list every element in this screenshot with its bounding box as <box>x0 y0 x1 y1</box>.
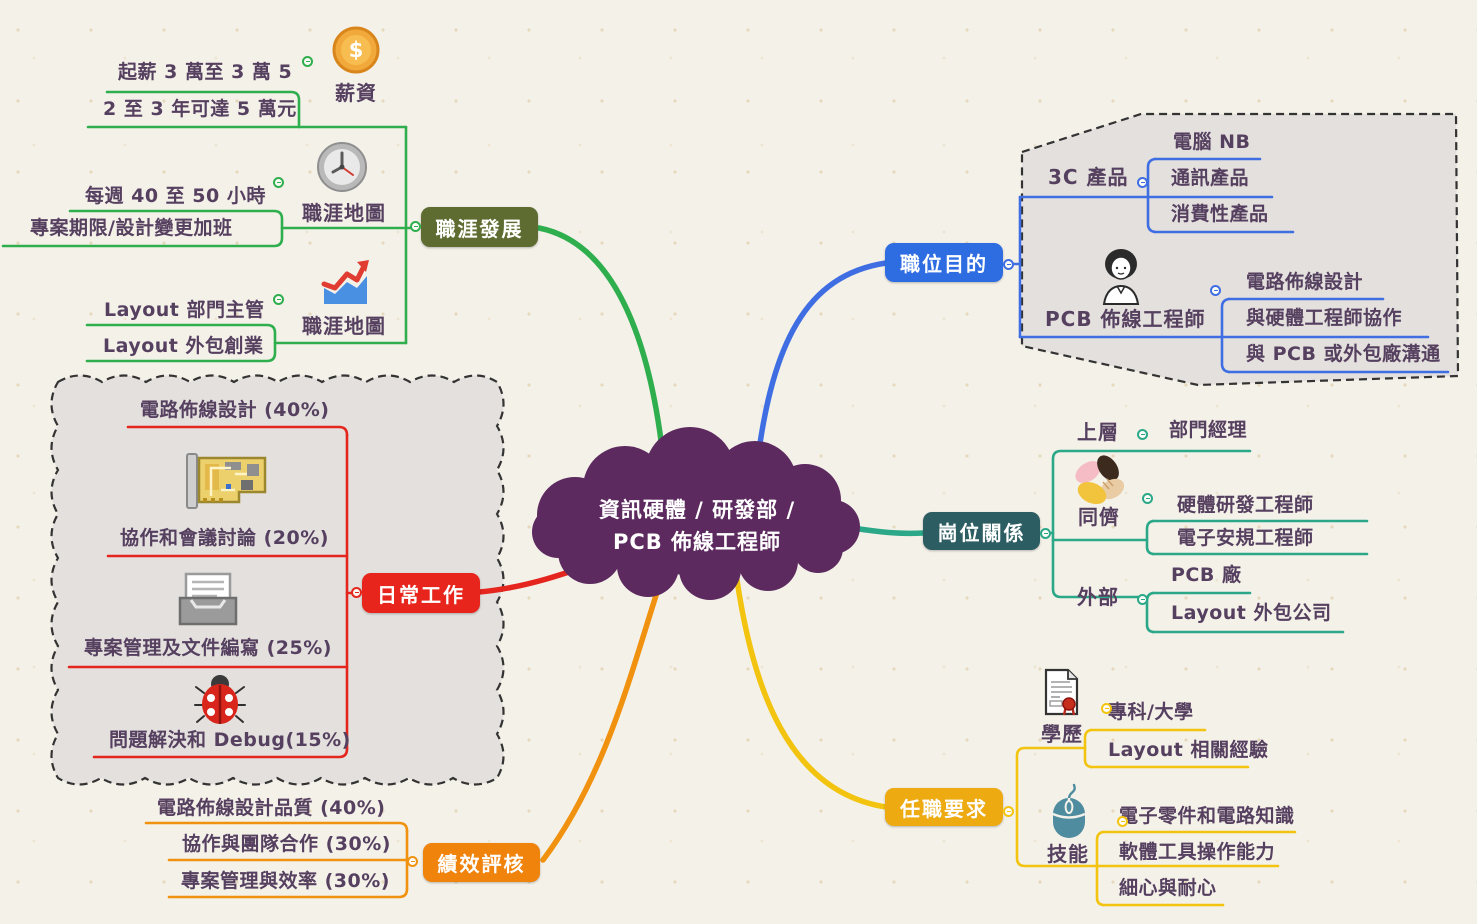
label-upper-level[interactable]: 上層 <box>1077 420 1119 444</box>
leaf-computer-nb[interactable]: 電腦 NB <box>1173 131 1251 153</box>
purpose-branch-lines <box>1010 157 1450 374</box>
relations-branch-lines <box>1043 449 1369 634</box>
collapse-3c-products[interactable] <box>1137 177 1148 188</box>
clock-icon <box>316 141 368 197</box>
leaf-college-university[interactable]: 專科/大學 <box>1108 701 1194 723</box>
certificate-icon <box>1042 668 1082 722</box>
joined-hands-icon <box>1070 455 1128 514</box>
coin-icon: $ <box>332 26 380 78</box>
label-3c-products[interactable]: 3C 產品 <box>1048 165 1129 189</box>
collapse-salary[interactable] <box>302 56 313 67</box>
mouse-icon <box>1050 783 1088 843</box>
main-branch-curves <box>476 225 927 863</box>
collapse-education[interactable] <box>1101 703 1112 714</box>
node-daily-work[interactable]: 日常工作 <box>362 573 480 613</box>
node-position-relations[interactable]: 崗位關係 <box>923 512 1040 550</box>
leaf-pcb-vendor-comm[interactable]: 與 PCB 或外包廠溝通 <box>1246 343 1441 365</box>
leaf-layout-quality[interactable]: 電路佈線設計品質 (40%) <box>157 797 386 819</box>
leaf-layout-startup[interactable]: Layout 外包創業 <box>103 335 264 357</box>
leaf-software-tools[interactable]: 軟體工具操作能力 <box>1119 841 1276 863</box>
svg-text:$: $ <box>349 38 364 62</box>
leaf-department-manager[interactable]: 部門經理 <box>1169 419 1248 441</box>
label-career-map-hours[interactable]: 職涯地圖 <box>302 201 386 225</box>
leaf-communication-products[interactable]: 通訊產品 <box>1171 167 1250 189</box>
node-job-requirements[interactable]: 任職要求 <box>885 788 1003 826</box>
leaf-consumer-products[interactable]: 消費性產品 <box>1171 203 1269 225</box>
leaf-collaboration-meetings[interactable]: 協作和會議討論 (20%) <box>120 527 329 549</box>
label-external[interactable]: 外部 <box>1077 585 1119 609</box>
leaf-project-docs[interactable]: 專案管理及文件編寫 (25%) <box>84 637 332 659</box>
label-skills[interactable]: 技能 <box>1047 842 1089 866</box>
leaf-weekly-hours[interactable]: 每週 40 至 50 小時 <box>85 185 266 207</box>
leaf-starting-salary[interactable]: 起薪 3 萬至 3 萬 5 <box>118 61 293 83</box>
collapse-external[interactable] <box>1137 594 1148 605</box>
ladybug-icon <box>194 671 246 731</box>
pcb-card-icon <box>181 452 269 514</box>
daily-work-region <box>50 374 505 786</box>
leaf-electronics-knowledge[interactable]: 電子零件和電路知識 <box>1119 805 1295 827</box>
job-purpose-region <box>1020 112 1460 387</box>
collapse-requirements[interactable] <box>1003 806 1014 817</box>
female-engineer-icon <box>1100 247 1142 309</box>
node-job-purpose[interactable]: 職位目的 <box>885 243 1003 282</box>
collapse-map[interactable] <box>273 294 284 305</box>
collapse-daily[interactable] <box>351 587 362 598</box>
label-pcb-layout-engineer[interactable]: PCB 佈線工程師 <box>1045 307 1206 331</box>
leaf-layout-outsourcing-company[interactable]: Layout 外包公司 <box>1171 602 1332 624</box>
collapse-hours[interactable] <box>273 177 284 188</box>
label-salary[interactable]: 薪資 <box>335 81 377 105</box>
leaf-teamwork[interactable]: 協作與團隊合作 (30%) <box>182 833 391 855</box>
leaf-overtime[interactable]: 專案期限/設計變更加班 <box>30 217 233 239</box>
leaf-layout-experience[interactable]: Layout 相關經驗 <box>1108 739 1269 761</box>
leaf-layout-manager[interactable]: Layout 部門主管 <box>104 299 265 321</box>
central-topic-cloud[interactable] <box>532 427 860 600</box>
node-career-development[interactable]: 職涯發展 <box>421 207 538 247</box>
leaf-circuit-layout[interactable]: 電路佈線設計 <box>1246 271 1364 293</box>
leaf-project-efficiency[interactable]: 專案管理與效率 (30%) <box>181 870 390 892</box>
inbox-icon <box>177 572 239 632</box>
collapse-career[interactable] <box>410 221 421 232</box>
requirements-branch-lines <box>1015 728 1297 907</box>
leaf-hw-rd-engineer[interactable]: 硬體研發工程師 <box>1177 494 1314 516</box>
central-topic-line1: 資訊硬體 / 研發部 / <box>598 498 796 522</box>
growth-chart-icon <box>320 257 370 311</box>
label-education[interactable]: 學歷 <box>1041 722 1083 746</box>
collapse-relations[interactable] <box>1040 528 1051 539</box>
collapse-performance[interactable] <box>407 856 418 867</box>
leaf-problem-debug[interactable]: 問題解決和 Debug(15%) <box>109 729 351 751</box>
leaf-salary-growth[interactable]: 2 至 3 年可達 5 萬元 <box>103 98 297 120</box>
leaf-carefulness-patience[interactable]: 細心與耐心 <box>1119 877 1217 899</box>
central-topic-line2: PCB 佈線工程師 <box>612 530 782 554</box>
collapse-engineer[interactable] <box>1210 285 1221 296</box>
leaf-safety-engineer[interactable]: 電子安規工程師 <box>1177 527 1314 549</box>
leaf-hw-collaboration[interactable]: 與硬體工程師協作 <box>1246 307 1403 329</box>
collapse-peers[interactable] <box>1142 493 1153 504</box>
collapse-skills[interactable] <box>1117 816 1128 827</box>
node-performance-review[interactable]: 績效評核 <box>423 843 540 882</box>
collapse-purpose[interactable] <box>1003 259 1014 270</box>
leaf-pcb-factory[interactable]: PCB 廠 <box>1171 564 1242 586</box>
label-peers[interactable]: 同儕 <box>1078 505 1120 529</box>
daily-branch-lines <box>67 425 356 759</box>
leaf-circuit-layout-design[interactable]: 電路佈線設計 (40%) <box>140 399 330 421</box>
label-career-map[interactable]: 職涯地圖 <box>302 314 386 338</box>
collapse-upper[interactable] <box>1137 429 1148 440</box>
career-branch-lines <box>1 90 415 363</box>
